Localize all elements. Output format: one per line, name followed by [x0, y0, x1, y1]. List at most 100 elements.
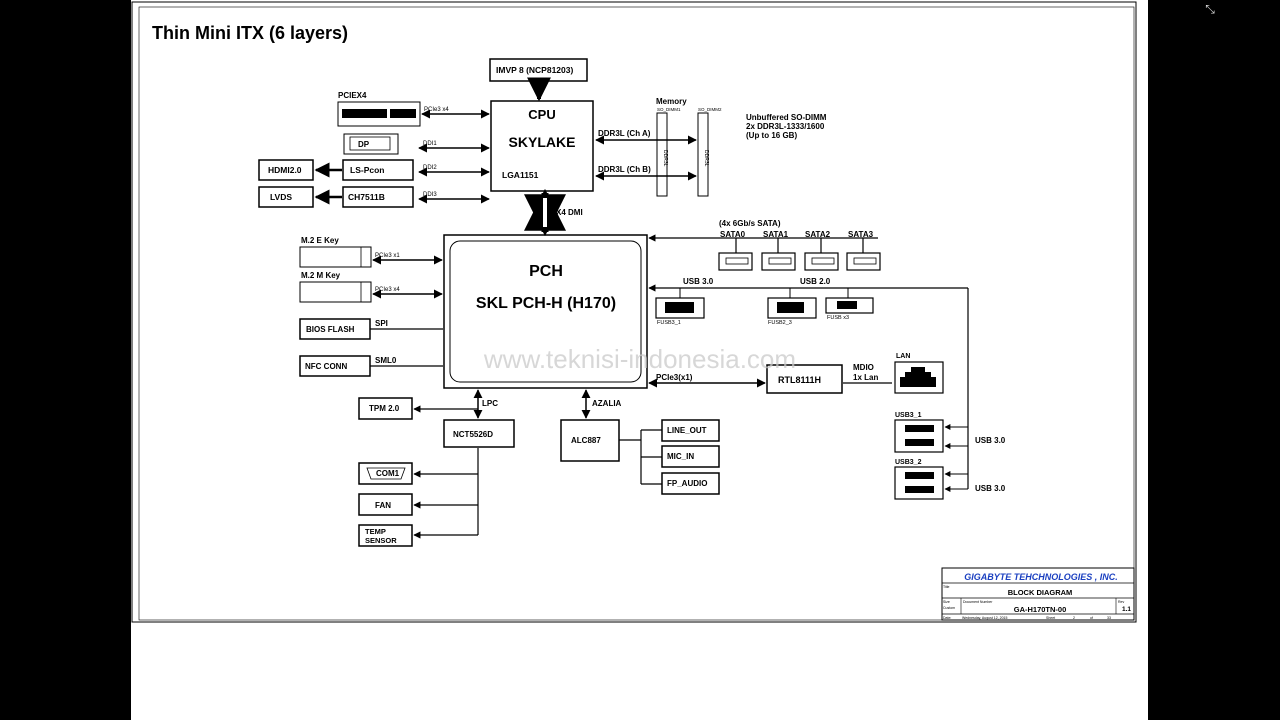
collapse-fullscreen-icon[interactable]: ⤡ — [1205, 2, 1215, 16]
title-block: GIGABYTE TEHCHNOLOGIES , INC. Title BLOC… — [941, 567, 1135, 621]
fusb-x3-label: FUSB x3 — [827, 315, 849, 321]
m2-m-key-slot — [299, 281, 372, 303]
so-dimm2 — [697, 112, 709, 197]
memory-note-2: 2x DDR3L-1333/1600 — [746, 122, 825, 131]
ch7511b-box — [342, 186, 414, 208]
svg-text:Title: Title — [943, 585, 950, 589]
fusb3-1-label: FUSB3_1 — [657, 320, 681, 326]
fan-label: FAN — [375, 501, 391, 510]
cpu-chip: SKYLAKE — [509, 134, 576, 150]
alc887-label: ALC887 — [571, 436, 601, 445]
m2-e-key-slot — [299, 246, 372, 268]
fusb2-3-header — [767, 297, 817, 319]
sata-port-label: SATA2 — [805, 230, 831, 239]
hdmi-box — [258, 159, 314, 181]
cpu-label: CPU — [528, 107, 555, 122]
spi-label: SPI — [375, 319, 388, 328]
temp-label-2: SENSOR — [365, 536, 397, 545]
sata-port-label: SATA1 — [763, 230, 789, 239]
sata-port-label: SATA0 — [720, 230, 746, 239]
sml0-label: SML0 — [375, 356, 397, 365]
usb3-2-port — [894, 466, 944, 500]
sata-connector — [718, 252, 753, 271]
dimm1-label: SO_DIMM1 — [657, 107, 681, 112]
pciex4-slot — [337, 101, 421, 127]
svg-text:DDR3L: DDR3L — [662, 150, 668, 167]
sata-connector — [761, 252, 796, 271]
svg-text:DDR3L: DDR3L — [703, 150, 709, 167]
hdmi-label: HDMI2.0 — [268, 165, 302, 175]
temp-label-1: TEMP — [365, 527, 386, 536]
line-out-box — [661, 419, 720, 442]
mic-in-label: MIC_IN — [667, 452, 694, 461]
pcie-x4-link-label: PCIe3 x4 — [424, 107, 449, 113]
svg-text:Rev: Rev — [1118, 600, 1124, 604]
lan-label: LAN — [896, 353, 910, 360]
m2-m-key-label: M.2 M Key — [301, 271, 341, 280]
m2-m-link-label: PCIe3 x4 — [375, 287, 400, 293]
svg-text:Size: Size — [943, 600, 950, 604]
lpc-label: LPC — [482, 399, 498, 408]
line-out-label: LINE_OUT — [667, 426, 707, 435]
pch-chip: SKL PCH-H (H170) — [476, 295, 616, 312]
memory-note-1: Unbuffered SO-DIMM — [746, 113, 827, 122]
pch-box — [443, 234, 648, 389]
so-dimm1 — [656, 112, 668, 197]
sheet-title: BLOCK DIAGRAM — [1008, 588, 1073, 597]
dp-label: DP — [358, 140, 370, 149]
revision: 1.1 — [1122, 606, 1131, 613]
mic-in-box — [661, 445, 720, 468]
bios-flash-label: BIOS FLASH — [306, 325, 355, 334]
usb3-2-label: USB3_2 — [895, 459, 922, 466]
mdio-label: MDIO — [853, 363, 874, 372]
sata-ports: SATA0 SATA1 SATA2 SATA3 — [718, 230, 881, 271]
schematic-sheet: Thin Mini ITX (6 layers) IMVP 8 (NCP8120… — [131, 0, 1148, 720]
company-name: GIGABYTE TEHCHNOLOGIES , INC. — [964, 572, 1118, 582]
fusb3-1-header — [655, 297, 705, 319]
memory-note-3: (Up to 16 GB) — [746, 131, 797, 140]
fp-audio-box — [661, 472, 720, 495]
dp-box — [343, 133, 399, 155]
inner-frame — [138, 6, 1135, 621]
vr-label: IMVP 8 (NCP81203) — [496, 65, 573, 75]
tpm-box — [358, 397, 413, 420]
fusb2-3-label: FUSB2_3 — [768, 320, 792, 326]
pch-die — [449, 240, 642, 383]
lane-label: 1x Lan — [853, 373, 878, 382]
rear-usb-label-2: USB 3.0 — [975, 484, 1006, 493]
memory-heading: Memory — [656, 97, 687, 106]
ddr-ch-a-label: DDR3L (Ch A) — [598, 129, 651, 138]
ddi3-label: DDI3 — [423, 192, 437, 198]
sata-port-label: SATA3 — [848, 230, 874, 239]
pciex4-label: PCIEX4 — [338, 91, 367, 100]
fp-audio-label: FP_AUDIO — [667, 479, 707, 488]
com1-box — [358, 462, 413, 485]
ls-pcon-box — [342, 159, 414, 181]
ddr-ch-b-label: DDR3L (Ch B) — [598, 165, 651, 174]
sheet-date: Wednesday, August 12, 2015 — [962, 616, 1007, 620]
temp-sensor-box — [358, 524, 413, 547]
ddi1-label: DDI1 — [423, 141, 437, 147]
svg-text:Document Number: Document Number — [963, 600, 993, 604]
pch-label: PCH — [529, 263, 563, 280]
svg-text:Sheet: Sheet — [1046, 616, 1055, 620]
tpm-label: TPM 2.0 — [369, 404, 400, 413]
ch7511b-label: CH7511B — [348, 192, 385, 202]
page-title: Thin Mini ITX (6 layers) — [152, 23, 348, 43]
lvds-box — [258, 186, 314, 208]
sata-connector — [804, 252, 839, 271]
nfc-conn-label: NFC CONN — [305, 362, 347, 371]
pcie-lan-link-label: PCIe3(x1) — [656, 373, 693, 382]
lan-port — [894, 361, 944, 394]
nct5526d-label: NCT5526D — [453, 430, 493, 439]
m2-e-link-label: PCIe3 x1 — [375, 253, 400, 259]
svg-text:Custom: Custom — [943, 606, 955, 610]
ddi2-label: DDI2 — [423, 165, 437, 171]
dimm2-label: SO_DIMM2 — [698, 107, 722, 112]
svg-text:of: of — [1090, 616, 1093, 620]
rear-usb-label-1: USB 3.0 — [975, 436, 1006, 445]
com1-label: COM1 — [376, 469, 400, 478]
sata-heading: (4x 6Gb/s SATA) — [719, 219, 781, 228]
usb30-label: USB 3.0 — [683, 277, 714, 286]
m2-e-key-label: M.2 E Key — [301, 236, 339, 245]
